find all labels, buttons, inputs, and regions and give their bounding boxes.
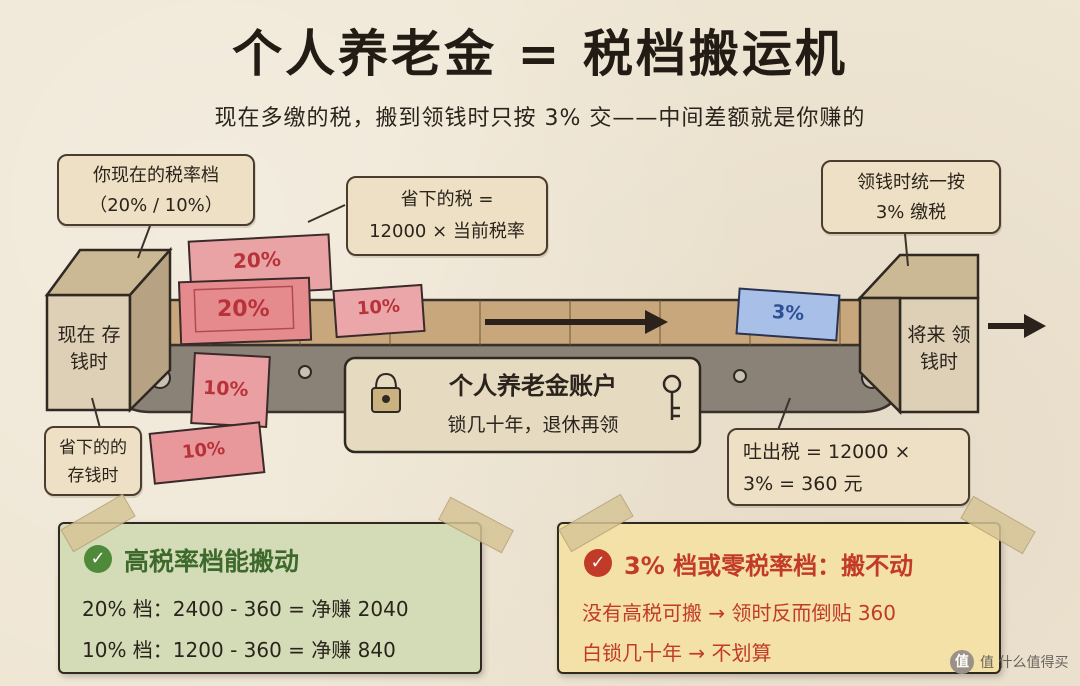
callout-saved-deposit: 省下的的 存钱时 (44, 426, 142, 496)
ticket-10-low-label: 10% (181, 437, 227, 464)
bad-card-row1: 没有高税可搬 → 领时反而倒贴 360 (582, 601, 897, 625)
ticket-20-top-label: 20% (232, 246, 282, 274)
callout-current-rate-line2: （20% / 10%） (89, 195, 223, 216)
callout-saved-tax: 省下的税 = 12000 × 当前税率 (346, 176, 548, 256)
account-subtitle: 锁几十年，退休再领 (447, 414, 619, 436)
good-card-row2: 10% 档：1200 - 360 = 净赚 840 (82, 638, 396, 662)
callout-retire-rate-line2: 3% 缴税 (875, 202, 947, 223)
right-box-line2: 领钱时 (919, 324, 971, 373)
ticket-10-belt-label: 10% (356, 295, 401, 320)
callout-retire-rate: 领钱时统一按 3% 缴税 (821, 160, 1001, 234)
callout-saved-tax-line1: 省下的税 = (400, 189, 494, 210)
bad-card-row2: 白锁几十年 → 不划算 (582, 641, 772, 665)
callout-pointers (91, 204, 909, 431)
account-title: 个人养老金账户 (449, 372, 617, 400)
callout-retire-rate-line1: 领钱时统一按 (857, 172, 965, 193)
account-panel (343, 356, 702, 454)
tax-ticket-20-stack (177, 233, 333, 346)
bad-card (557, 522, 1001, 674)
callout-saved-tax-line2: 12000 × 当前税率 (369, 221, 525, 242)
callout-output-tax: 吐出税 = 12000 × 3% = 360 元 (727, 428, 970, 506)
page-title: 个人养老金 = 税档搬运机 (232, 25, 848, 83)
bad-card-title: 3% 档或零税率档：搬不动 (624, 552, 914, 580)
right-box-line1: 将来 (907, 324, 946, 346)
ticket-10-fall-label: 10% (202, 376, 250, 402)
right-box (857, 253, 980, 416)
tax-ticket-10-on-belt (332, 283, 426, 339)
cross-icon: ✓ (584, 549, 612, 577)
arrow-right-icon (485, 310, 668, 334)
good-card-title: 高税率档能搬动 (124, 547, 300, 576)
right-box-label: 将来 领钱时 (902, 322, 976, 375)
watermark-text: 值 什么值得买 (980, 655, 1069, 671)
left-box-line1: 现在 (57, 324, 96, 346)
padlock-icon (371, 372, 401, 413)
watermark: 值 值 什么值得买 (950, 650, 1072, 676)
good-card (58, 522, 482, 674)
ticket-20-front-label: 20% (217, 297, 270, 322)
ticket-3-label: 3% (771, 300, 805, 326)
tax-ticket-3-blue (735, 287, 841, 342)
callout-saved-deposit-line1: 省下的的 (59, 438, 127, 458)
callout-current-rate: 你现在的税率档 （20% / 10%） (57, 154, 255, 226)
good-card-row1: 20% 档：2400 - 360 = 净赚 2040 (82, 597, 409, 621)
tax-ticket-10-falling (148, 352, 271, 485)
exit-arrow-icon (988, 314, 1046, 338)
callout-output-tax-line1: 吐出税 = 12000 × (743, 441, 911, 463)
left-box-line2: 存钱时 (69, 324, 121, 373)
callout-saved-deposit-line2: 存钱时 (67, 466, 119, 486)
callout-output-tax-line2: 3% = 360 元 (743, 473, 863, 495)
left-box (44, 246, 173, 414)
check-icon: ✓ (84, 545, 112, 573)
watermark-logo-icon: 值 (950, 650, 974, 674)
page-subtitle: 现在多缴的税，搬到领钱时只按 3% 交——中间差额就是你赚的 (214, 106, 866, 131)
key-icon (662, 374, 682, 420)
callout-current-rate-line1: 你现在的税率档 (93, 165, 219, 186)
left-box-label: 现在 存钱时 (50, 322, 128, 375)
